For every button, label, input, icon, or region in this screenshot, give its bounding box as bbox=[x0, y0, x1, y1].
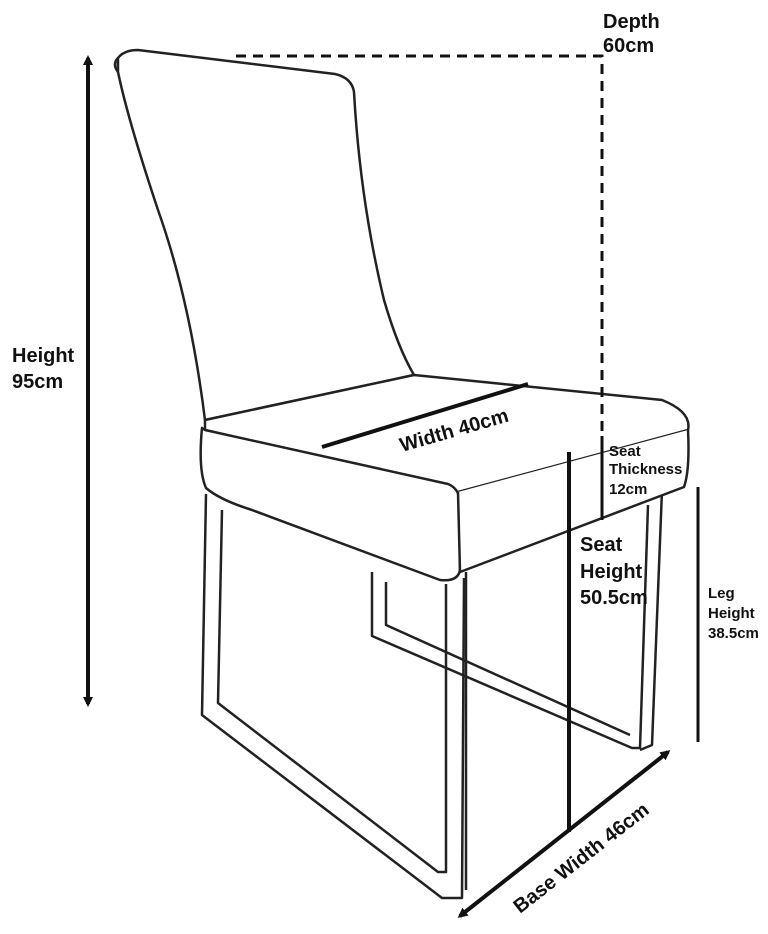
chair-backrest bbox=[113, 48, 416, 422]
depth-dashed-line bbox=[236, 54, 604, 432]
seat-height-label-line2: Height bbox=[580, 561, 643, 583]
seat-thickness-label-line1: Seat bbox=[609, 443, 641, 460]
base-width-arrow bbox=[457, 750, 671, 918]
seat-height-label-line1: Seat bbox=[580, 534, 623, 556]
height-value: 95cm bbox=[12, 371, 63, 393]
width-line bbox=[321, 382, 529, 449]
depth-value: 60cm bbox=[603, 35, 654, 57]
chair-frame-rear bbox=[370, 489, 664, 752]
leg-height-label-line1: Leg bbox=[708, 585, 735, 602]
leg-height-value: 38.5cm bbox=[708, 625, 759, 642]
leg-height-label-line2: Height bbox=[708, 605, 755, 622]
seat-thickness-label-line2: Thickness bbox=[609, 461, 682, 478]
chair-seat bbox=[199, 373, 690, 582]
seat-thickness-value: 12cm bbox=[609, 481, 647, 498]
seat-height-value: 50.5cm bbox=[580, 587, 648, 609]
depth-label: Depth bbox=[603, 11, 660, 33]
height-label: Height bbox=[12, 345, 75, 367]
